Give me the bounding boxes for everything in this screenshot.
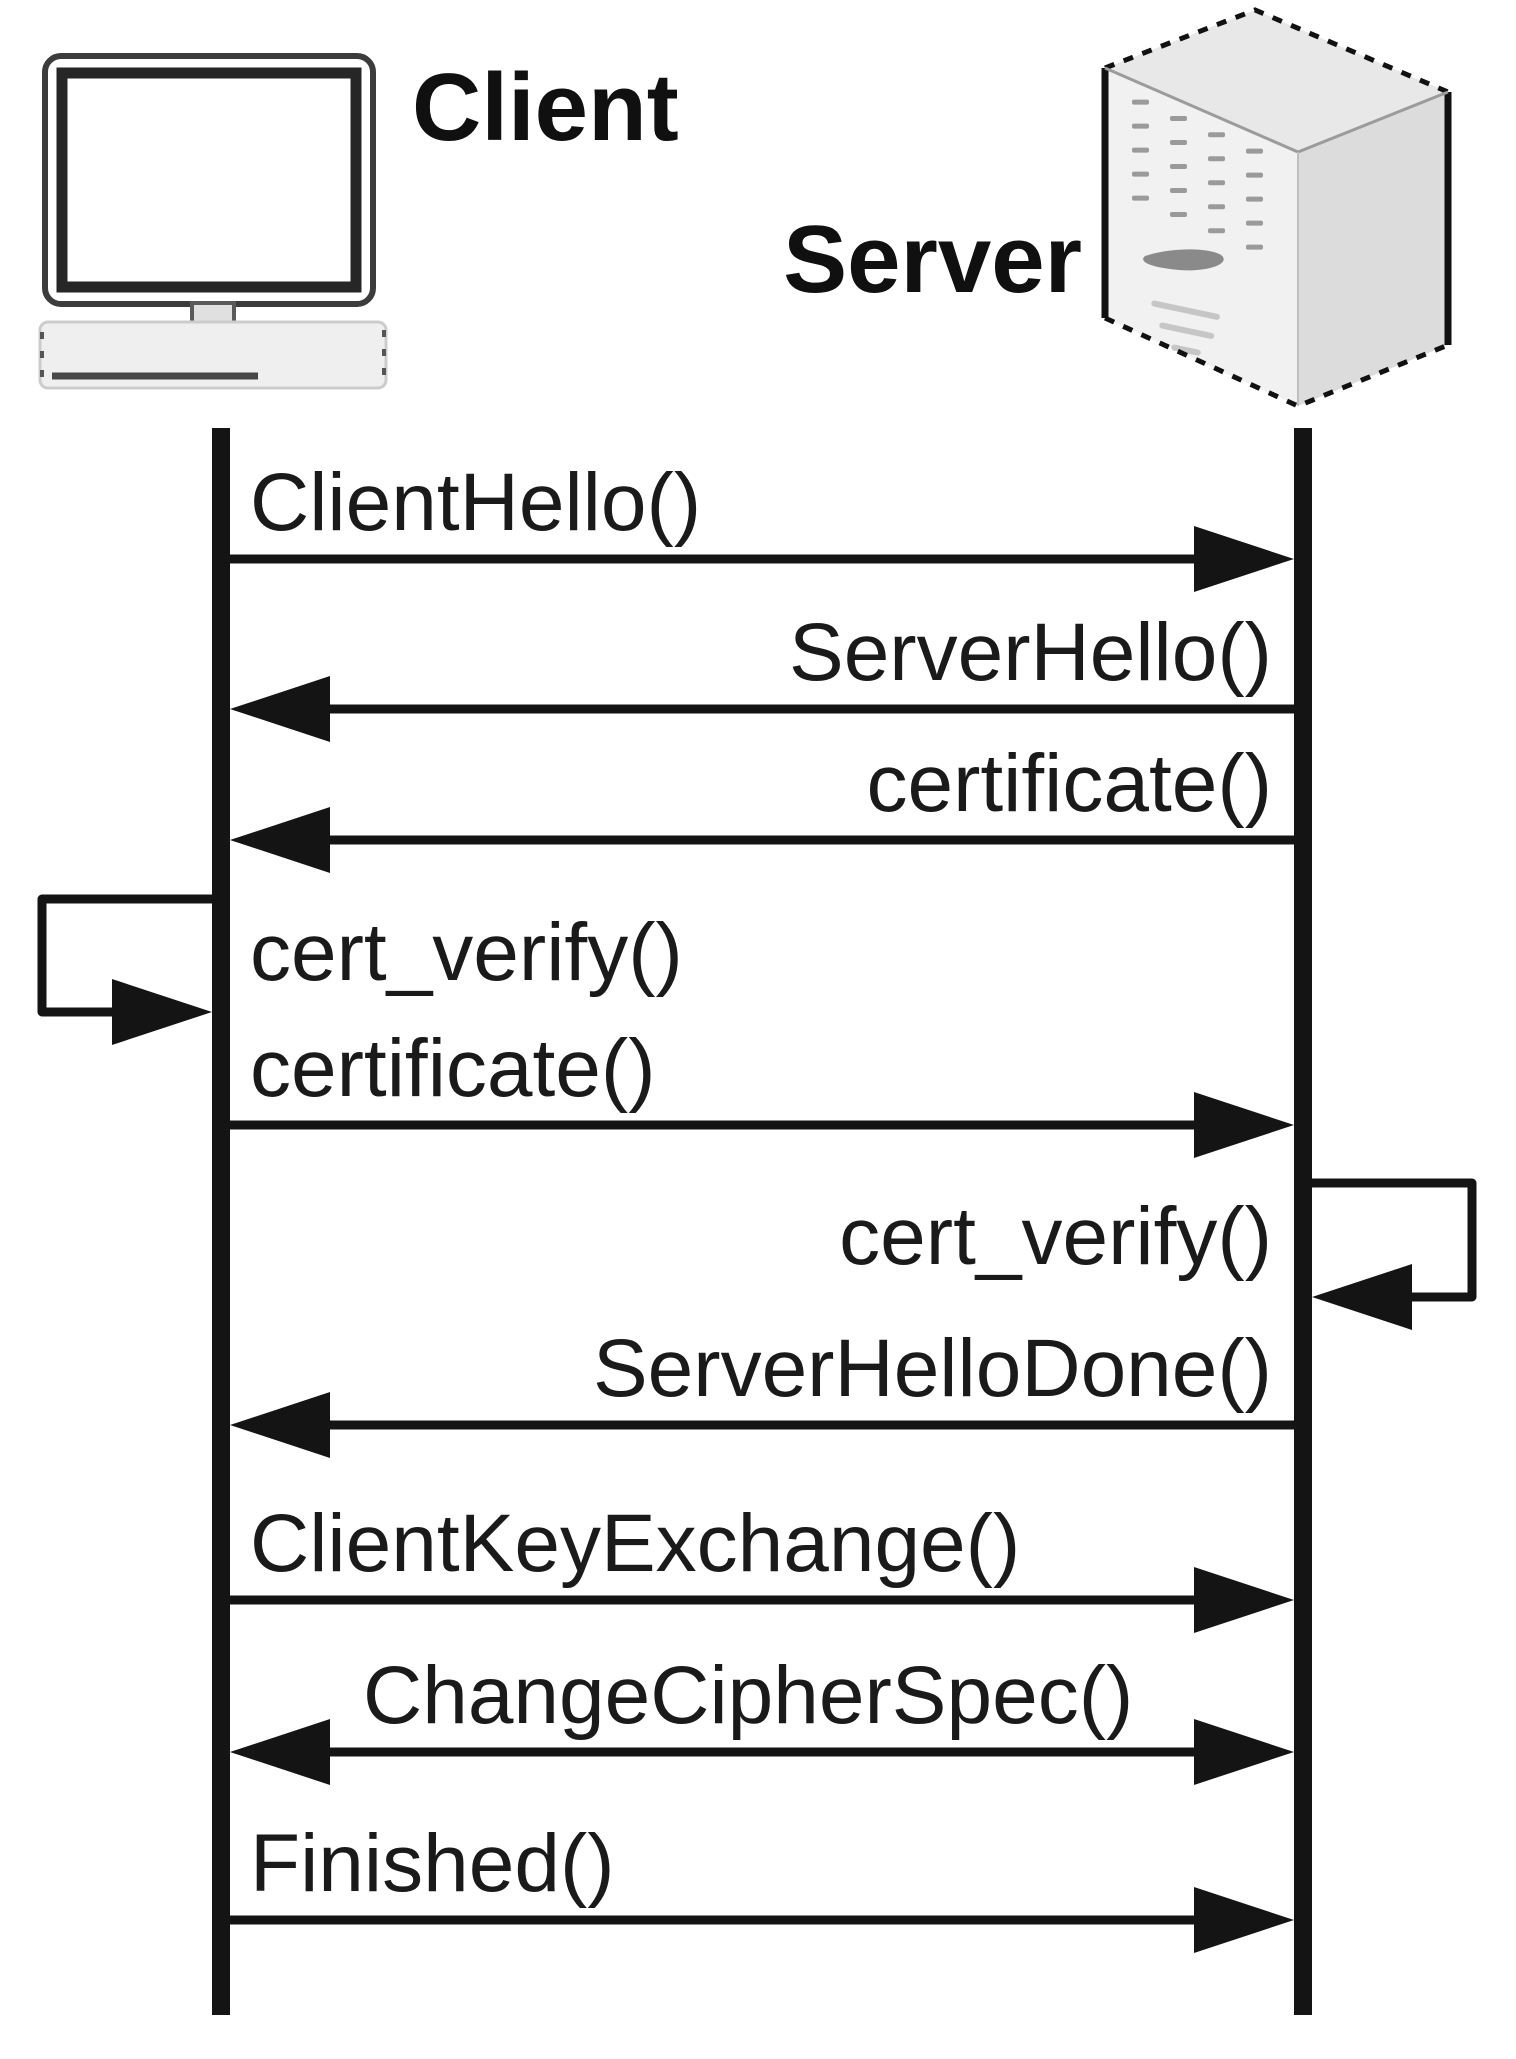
server-vent-dash bbox=[1170, 211, 1187, 217]
server-vent-dash bbox=[1170, 115, 1187, 121]
self-loop-arrowhead bbox=[112, 979, 212, 1045]
server-vent-dash bbox=[1132, 171, 1149, 177]
arrowhead-right bbox=[1194, 1719, 1294, 1785]
server-vent-dash bbox=[1170, 139, 1187, 145]
message-label: cert_verify() bbox=[839, 1191, 1272, 1282]
lifeline-server bbox=[1294, 428, 1312, 2015]
server-vent-dash bbox=[1132, 99, 1149, 105]
server-tower-icon bbox=[1101, 7, 1452, 409]
arrowhead-right bbox=[1194, 1092, 1294, 1158]
message-label: ClientKeyExchange() bbox=[250, 1498, 1021, 1589]
arrowhead-right bbox=[1194, 1567, 1294, 1633]
message-label: ClientHello() bbox=[250, 457, 702, 548]
message-label: Finished() bbox=[250, 1818, 615, 1909]
arrowhead-left bbox=[230, 1719, 330, 1785]
arrowhead-right bbox=[1194, 1887, 1294, 1953]
server-vent-dash bbox=[1208, 156, 1225, 162]
server-vent-dash bbox=[1208, 132, 1225, 138]
server-vent-dash bbox=[1246, 172, 1263, 178]
actor-label-client: Client bbox=[412, 54, 679, 161]
server-vent-dash bbox=[1246, 148, 1263, 154]
server-vent-dash bbox=[1246, 220, 1263, 226]
server-vent-dash bbox=[1208, 204, 1225, 210]
server-vent-dash bbox=[1132, 123, 1149, 129]
arrowhead-left bbox=[230, 1392, 330, 1458]
self-loop-arrowhead bbox=[1312, 1264, 1412, 1330]
arrowhead-left bbox=[230, 807, 330, 873]
actor-label-server: Server bbox=[783, 206, 1082, 313]
lifeline-client bbox=[212, 428, 230, 2015]
server-vent-dash bbox=[1132, 195, 1149, 201]
message-label: ServerHello() bbox=[789, 607, 1272, 698]
message-label: cert_verify() bbox=[250, 907, 683, 998]
arrowhead-left bbox=[230, 676, 330, 742]
server-vent-dash bbox=[1246, 196, 1263, 202]
server-vent-dash bbox=[1170, 187, 1187, 193]
message-label: ServerHelloDone() bbox=[592, 1323, 1272, 1414]
self-loop-client bbox=[37, 894, 226, 1017]
self-loop-server bbox=[1298, 1178, 1477, 1302]
message-label: certificate() bbox=[866, 738, 1272, 829]
server-vent-dash bbox=[1170, 163, 1187, 169]
desktop-computer-icon bbox=[38, 53, 388, 390]
server-vent-dash bbox=[1208, 228, 1225, 234]
server-vent-dash bbox=[1132, 147, 1149, 153]
message-label: ChangeCipherSpec() bbox=[363, 1650, 1134, 1741]
arrowhead-right bbox=[1194, 526, 1294, 592]
message-label: certificate() bbox=[250, 1023, 656, 1114]
server-vent-dash bbox=[1208, 180, 1225, 186]
server-vent-dash bbox=[1246, 244, 1263, 250]
